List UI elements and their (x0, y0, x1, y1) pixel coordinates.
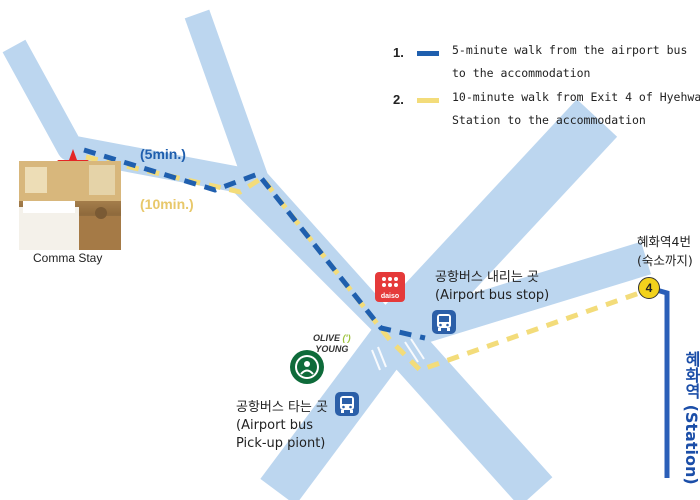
road-northeast (374, 99, 618, 354)
pickup-english-2: Pick-up piont) (236, 436, 326, 451)
olive-young-text-1: OLIVE (313, 333, 341, 343)
route-5min-label: (5min.) (140, 146, 186, 162)
dropoff-label: 공항버스 내리는 곳 (Airport bus stop) (435, 269, 549, 305)
exit-4-badge: 4 (638, 277, 660, 299)
station-exit-label: 혜화역4번 (숙소까지) (637, 232, 693, 270)
legend-swatch-yellow (417, 98, 439, 103)
legend-text-2-line2: Station to the accommodation (452, 113, 646, 127)
pickup-korean: 공항버스 타는 곳 (236, 400, 328, 415)
pickup-english-1: (Airport bus (236, 418, 313, 433)
legend-text-2-line1: 10-minute walk from Exit 4 of Hyehwa (452, 90, 700, 104)
legend-number-2: 2. (393, 92, 404, 107)
hotel-name: Comma Stay (33, 251, 103, 265)
dropoff-korean: 공항버스 내리는 곳 (435, 270, 539, 285)
station-exit-subtitle: (숙소까지) (637, 253, 693, 268)
hotel-photo (19, 161, 121, 250)
legend-text-1-line2: to the accommodation (452, 66, 591, 80)
legend-text-2: 10-minute walk from Exit 4 of Hyehwa Sta… (452, 86, 700, 132)
legend-number-1: 1. (393, 45, 404, 60)
daiso-text: daiso (380, 293, 400, 300)
daiso-logo: daiso (375, 272, 405, 302)
subway-line-4 (652, 286, 670, 478)
station-exit-korean: 혜화역4번 (637, 234, 691, 249)
route-10min-label: (10min.) (140, 196, 194, 212)
legend-swatch-blue (417, 51, 439, 56)
crosswalks (371, 338, 425, 371)
route-10min-path (85, 154, 649, 373)
starbucks-icon (290, 350, 324, 384)
pickup-label: 공항버스 타는 곳 (Airport bus Pick-up piont) (236, 399, 328, 453)
olive-young-logo: OLIVE (') YOUNG (313, 333, 351, 354)
station-name-vertical: 혜화역 (Station) (682, 351, 700, 485)
bus-icon (335, 392, 359, 416)
dropoff-english: (Airport bus stop) (435, 288, 550, 303)
olive-young-text-2: YOUNG (315, 344, 349, 354)
bus-icon (432, 310, 456, 334)
legend-text-1-line1: 5-minute walk from the airport bus (452, 43, 688, 57)
legend-text-1: 5-minute walk from the airport bus to th… (452, 39, 687, 85)
route-5min-path (83, 147, 426, 341)
